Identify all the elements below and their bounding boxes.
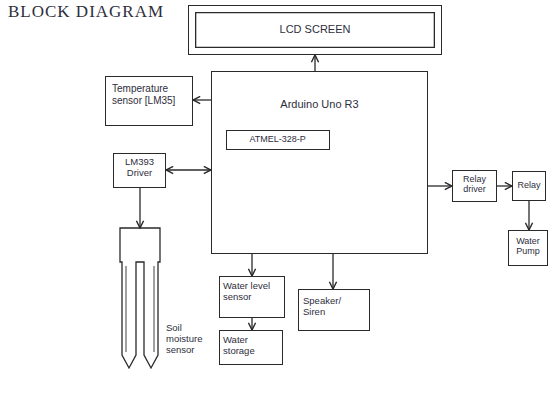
connector-arrow — [528, 201, 529, 230]
node-label: Water level sensor — [223, 281, 281, 303]
connector-arrow — [332, 254, 333, 289]
node-label: LM393 Driver — [117, 157, 162, 179]
pump-box: Water Pump — [508, 230, 548, 266]
soil-probe — [120, 228, 160, 368]
storage-box: Water storage — [219, 330, 283, 365]
speaker-box: Speaker/ Siren — [298, 289, 370, 331]
connector-arrow — [251, 254, 252, 276]
node-label: Soil moisture sensor — [166, 323, 212, 356]
controller-box: Arduino Uno R3 ATMEL-328-P — [211, 71, 428, 254]
node-label: Temperature sensor [LM35] — [112, 83, 186, 106]
node-label: Arduino Uno R3 — [218, 98, 421, 111]
node-label: Water Pump — [511, 236, 545, 257]
soil-sensor: Soil moisture sensor — [116, 228, 214, 373]
relay-driver-box: Relay driver — [452, 170, 497, 202]
node-label: Speaker/ Siren — [303, 296, 365, 318]
chip-box: ATMEL-328-P — [226, 130, 330, 150]
connector-arrow — [193, 99, 211, 100]
node-label: Relay — [515, 180, 543, 190]
connector-arrow — [497, 185, 512, 186]
driver-box: LM393 Driver — [113, 153, 166, 188]
display-box: LCD SCREEN — [188, 5, 442, 55]
diagram-title: BLOCK DIAGRAM — [8, 2, 164, 22]
connector-arrow — [251, 318, 252, 330]
connector-arrow — [166, 169, 211, 170]
connector-arrow — [428, 185, 452, 186]
node-label: Relay driver — [455, 174, 494, 195]
connector-arrow — [314, 55, 315, 71]
sensor-box: Temperature sensor [LM35] — [105, 76, 193, 126]
node-label: Water storage — [223, 335, 279, 357]
probe-inner-line — [126, 266, 154, 352]
connector-arrow — [139, 188, 140, 228]
level-sensor-box: Water level sensor — [219, 276, 285, 318]
node-label: LCD SCREEN — [195, 23, 435, 36]
relay-box: Relay — [512, 171, 546, 201]
node-label: ATMEL-328-P — [231, 134, 325, 144]
